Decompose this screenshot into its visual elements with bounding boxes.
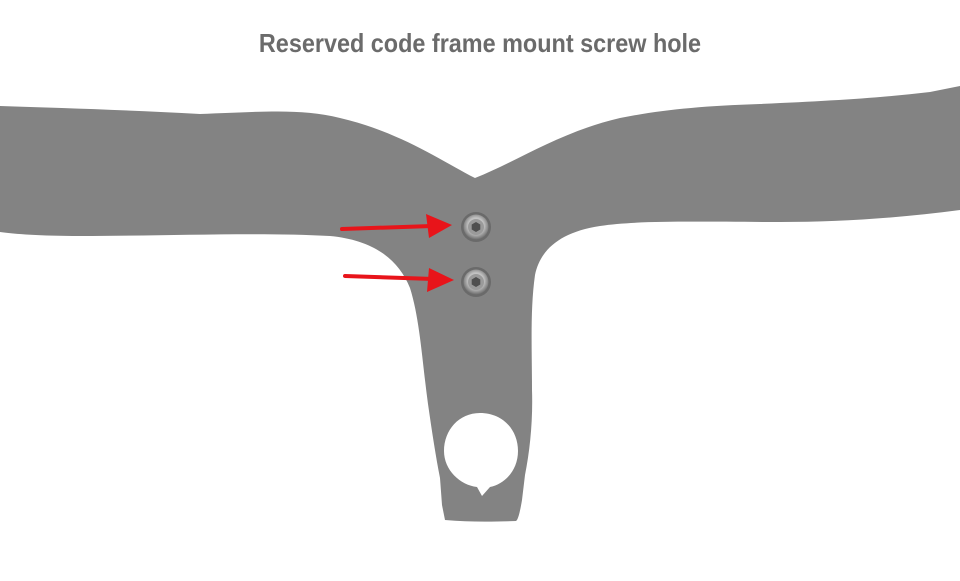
- arrow-right-icon: [343, 268, 454, 292]
- arrow-right-icon: [340, 214, 452, 238]
- hex-socket-screw-icon: [461, 212, 491, 242]
- hex-socket-screw-icon: [461, 267, 491, 297]
- handlebar-body: [0, 86, 960, 522]
- image-caption: Reserved code frame mount screw hole: [258, 28, 702, 58]
- steerer-clamp-hole: [444, 413, 518, 496]
